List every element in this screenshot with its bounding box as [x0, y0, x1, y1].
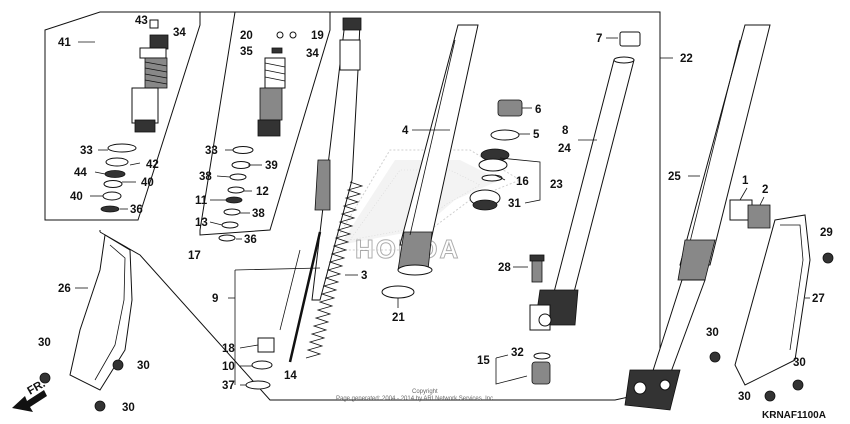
callout-16: 16 — [516, 176, 529, 188]
leader-lines — [75, 37, 810, 386]
callout-21: 21 — [392, 312, 405, 324]
copyright-line-2: Page generated: 2004 - 2014 by ARI Netwo… — [336, 396, 495, 402]
callout-14: 14 — [284, 370, 297, 382]
callout-labels: 43 34 41 33 42 44 40 40 36 20 19 35 34 3… — [38, 15, 833, 414]
callout-23: 23 — [550, 179, 563, 191]
callout-27: 27 — [812, 293, 825, 305]
damper-rod-9 — [245, 17, 362, 390]
callout-18: 18 — [222, 343, 235, 355]
callout-42: 42 — [146, 159, 159, 171]
callout-33b: 33 — [205, 145, 218, 157]
callout-5: 5 — [533, 129, 540, 141]
callout-11: 11 — [195, 195, 208, 207]
callout-3: 3 — [361, 270, 367, 282]
callout-15: 15 — [477, 355, 490, 367]
fork-guard-26 — [69, 234, 133, 391]
brackets-1-2 — [729, 199, 771, 229]
callout-10: 10 — [222, 361, 235, 373]
callout-30c: 30 — [122, 402, 135, 414]
bolt-28 — [529, 254, 545, 283]
callout-35: 35 — [240, 46, 253, 58]
fork-assembly-25 — [624, 24, 771, 411]
callout-31: 31 — [508, 198, 521, 210]
valve-15 — [531, 352, 551, 385]
fork-spring-3 — [305, 181, 364, 359]
callout-30d: 30 — [706, 327, 719, 339]
callout-12: 12 — [256, 186, 269, 198]
callout-17: 17 — [188, 250, 201, 262]
front-arrow-icon — [12, 390, 47, 412]
callout-9: 9 — [212, 293, 218, 305]
callout-32: 32 — [511, 347, 524, 359]
callout-26: 26 — [58, 283, 71, 295]
bolts-30 — [39, 351, 804, 412]
callout-4: 4 — [402, 125, 409, 137]
callout-30a: 30 — [38, 337, 51, 349]
fork-guard-27 — [734, 214, 834, 386]
callout-33a: 33 — [80, 145, 93, 157]
callout-8: 8 — [562, 125, 569, 137]
callout-6: 6 — [535, 104, 541, 116]
callout-30b: 30 — [137, 360, 150, 372]
callout-38b: 38 — [252, 208, 265, 220]
callout-29: 29 — [820, 227, 833, 239]
callout-25: 25 — [668, 171, 681, 183]
callout-36b: 36 — [244, 234, 257, 246]
cartridge-41 — [100, 19, 169, 213]
callout-36a: 36 — [130, 204, 143, 216]
callout-34b: 34 — [306, 48, 319, 60]
callout-24: 24 — [558, 143, 571, 155]
outer-tube-4 — [381, 24, 479, 299]
main-frame-outline — [99, 11, 661, 401]
copyright-line-1: Copyright — [412, 389, 438, 395]
callout-30f: 30 — [738, 391, 751, 403]
diagram-code: KRNAF1100A — [762, 410, 826, 421]
callout-2: 2 — [762, 184, 768, 196]
callout-19: 19 — [311, 30, 324, 42]
callout-38a: 38 — [199, 171, 212, 183]
callout-1: 1 — [742, 175, 749, 187]
callout-39: 39 — [265, 160, 278, 172]
callout-28: 28 — [498, 262, 511, 274]
inner-tube-8 — [529, 31, 641, 331]
callout-20: 20 — [240, 30, 253, 42]
callout-37: 37 — [222, 380, 235, 392]
cartridge-17 — [218, 31, 297, 242]
callout-34a: 34 — [173, 27, 186, 39]
callout-40b: 40 — [70, 191, 83, 203]
callout-43: 43 — [135, 15, 148, 27]
callout-13: 13 — [195, 217, 208, 229]
callout-30e: 30 — [793, 357, 806, 369]
callout-7: 7 — [596, 33, 602, 45]
seals-group — [469, 99, 523, 211]
callout-40a: 40 — [141, 177, 154, 189]
callout-41: 41 — [58, 37, 71, 49]
callout-22: 22 — [680, 53, 693, 65]
callout-44: 44 — [74, 167, 87, 179]
